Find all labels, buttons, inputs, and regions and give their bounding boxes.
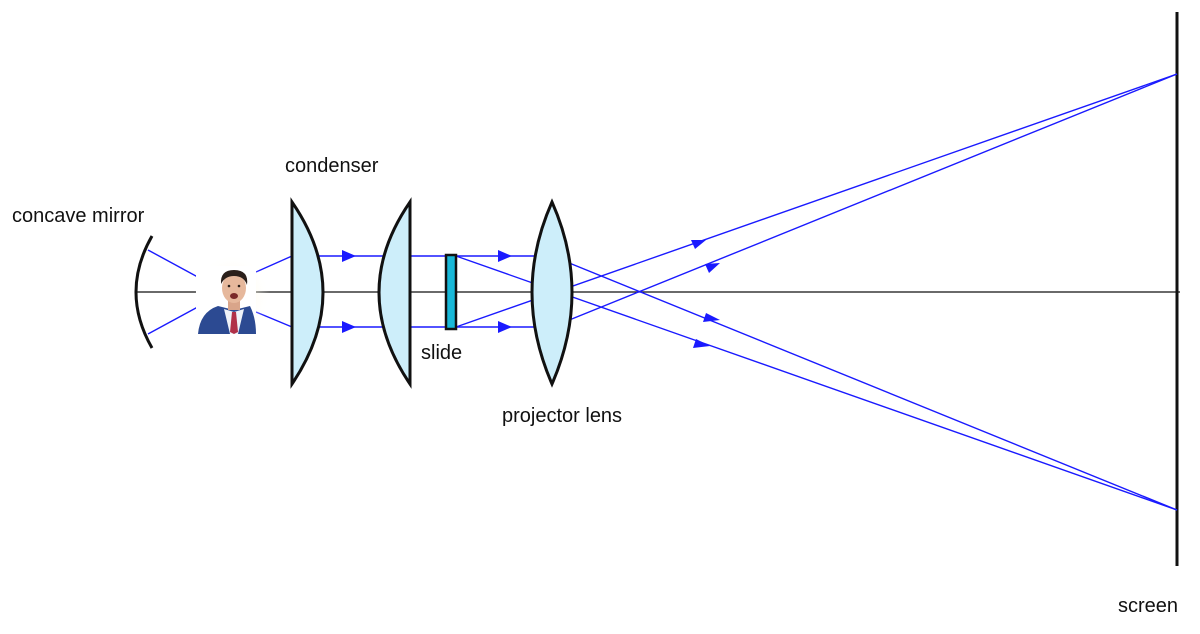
projector-lens-label: projector lens [502, 405, 623, 427]
slide [444, 253, 458, 331]
concave-mirror-label: concave mirror [12, 205, 145, 227]
slide-label: slide [421, 342, 463, 364]
condenser-label: condenser [285, 155, 379, 177]
person-portrait-icon [196, 266, 256, 334]
projector-lens [530, 198, 574, 388]
concave-mirror [134, 235, 154, 349]
condenser-lens-left [290, 197, 325, 389]
ray-arrowheads [342, 240, 720, 348]
condenser-lens-right [377, 197, 412, 389]
screen-label: screen [1118, 595, 1179, 617]
rays [147, 73, 1178, 511]
